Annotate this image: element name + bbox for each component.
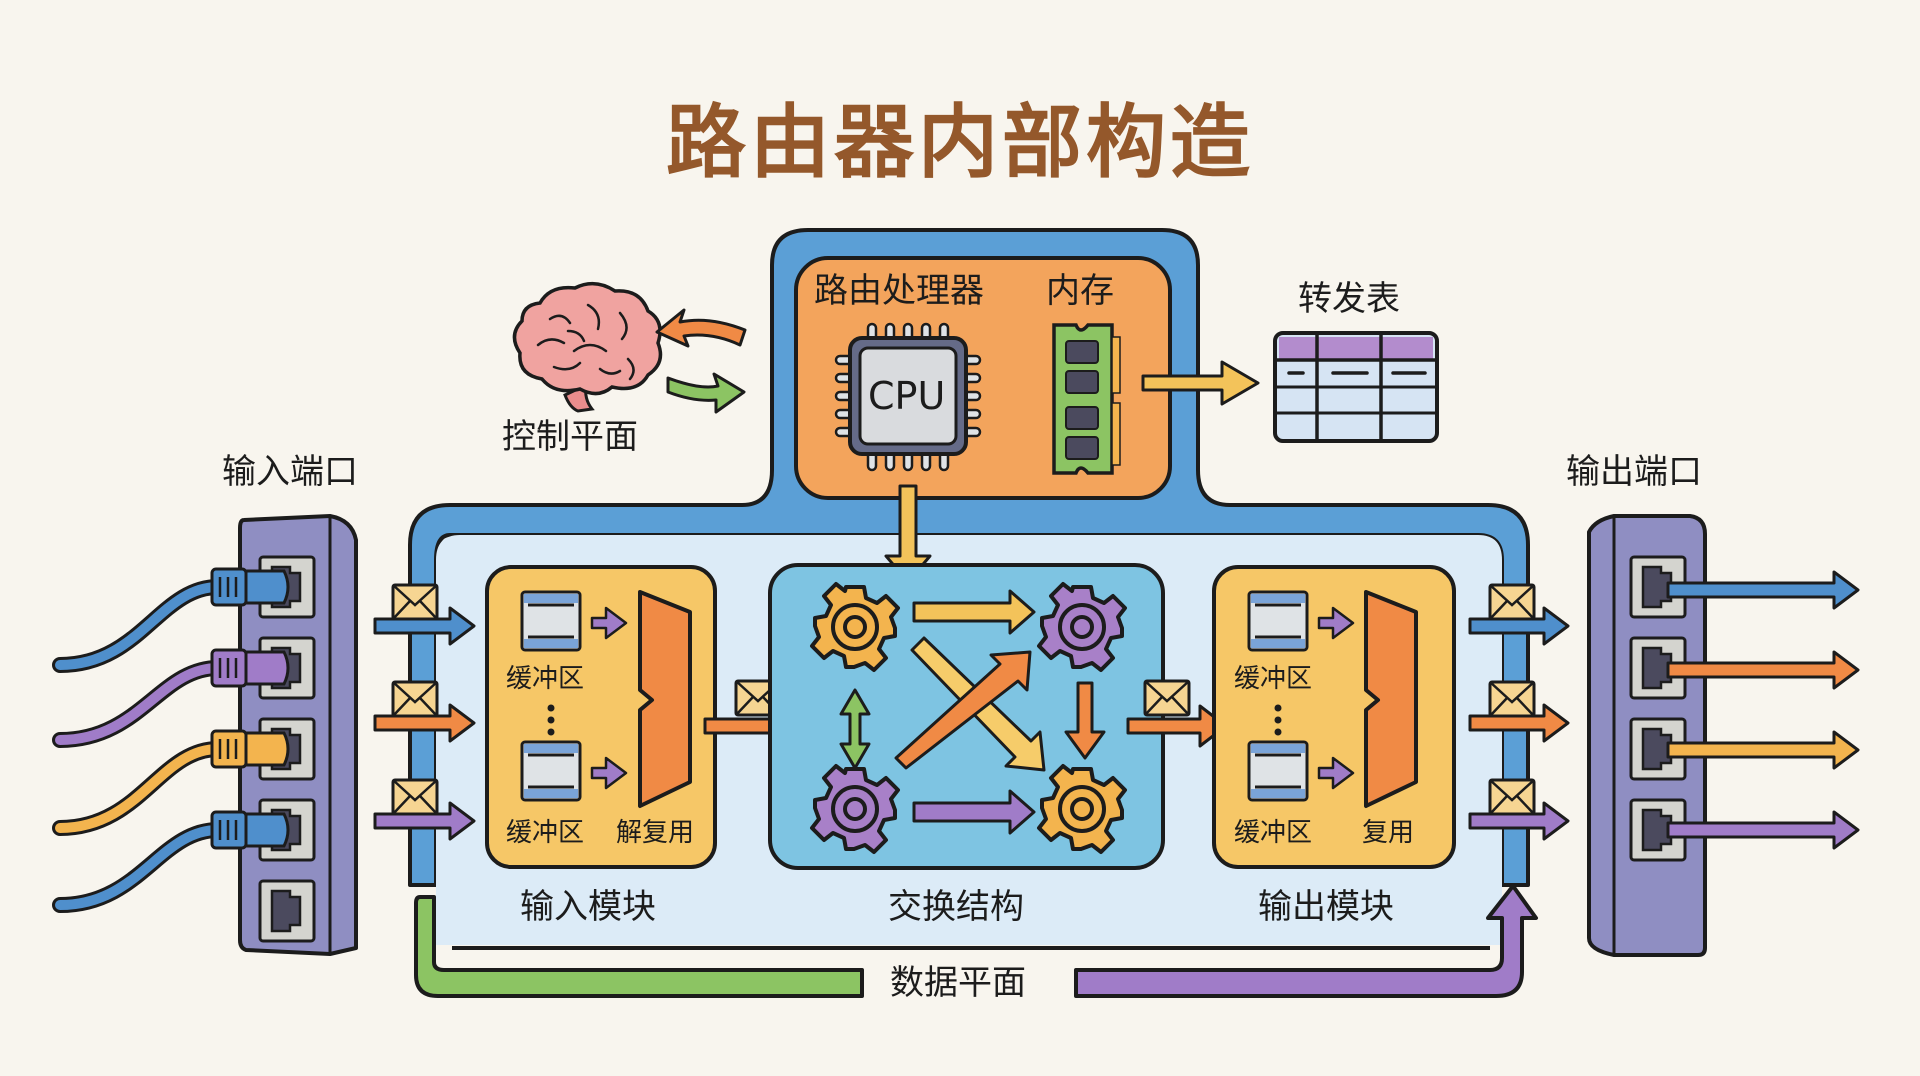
cable-2 bbox=[52, 648, 290, 748]
buffer-arrow bbox=[590, 756, 628, 790]
output-port-arrow-2 bbox=[1666, 650, 1860, 690]
data-plane-label: 数据平面 bbox=[890, 963, 1026, 1003]
output-port-arrow-3 bbox=[1666, 730, 1860, 770]
egress-arrows bbox=[1468, 583, 1570, 841]
demux-label: 解复用 bbox=[616, 818, 695, 848]
gear-icon bbox=[810, 582, 900, 672]
cpu-icon bbox=[834, 322, 982, 472]
packet-envelope-icon bbox=[391, 778, 439, 816]
forwarding-table-icon bbox=[1273, 331, 1439, 443]
mux-icon bbox=[1364, 590, 1418, 808]
output-buffer-label-bottom: 缓冲区 bbox=[1234, 818, 1313, 848]
packet-envelope-icon bbox=[1488, 778, 1536, 816]
packet-envelope-icon bbox=[1488, 583, 1536, 621]
switch-fabric-label: 交换结构 bbox=[888, 887, 1024, 927]
control-plane-label: 控制平面 bbox=[502, 417, 638, 457]
packet-envelope-icon bbox=[1143, 679, 1191, 717]
memory-label: 内存 bbox=[1046, 271, 1114, 311]
data-plane-purple-arrow bbox=[1074, 884, 1538, 998]
output-arrows bbox=[1666, 570, 1860, 850]
memory-icon bbox=[1052, 323, 1121, 475]
egress-arrow bbox=[1468, 606, 1570, 646]
output-port-arrow-4 bbox=[1666, 810, 1860, 850]
input-buffer-label-top: 缓冲区 bbox=[506, 664, 585, 694]
ingress-arrow bbox=[373, 606, 476, 646]
buffer-arrow bbox=[1317, 606, 1355, 640]
fabric-arrows bbox=[839, 589, 1106, 835]
output-port-arrow-1 bbox=[1666, 570, 1860, 610]
control-to-brain-arrow bbox=[655, 308, 747, 348]
brain-to-control-arrow bbox=[666, 372, 746, 414]
routing-processor-label: 路由处理器 bbox=[814, 271, 984, 311]
buffer-icon bbox=[520, 590, 582, 652]
input-ports-label: 输入端口 bbox=[222, 452, 358, 492]
forwarding-table-label: 转发表 bbox=[1298, 279, 1400, 319]
output-ports-label: 输出端口 bbox=[1566, 452, 1702, 492]
data-plane-green-bracket bbox=[414, 895, 864, 998]
buffer-icon bbox=[1247, 590, 1309, 652]
packet-envelope-icon bbox=[391, 583, 439, 621]
cable-3 bbox=[52, 729, 290, 836]
packet-envelope-icon bbox=[1488, 680, 1536, 718]
page-title: 路由器内部构造 bbox=[666, 96, 1254, 189]
ingress-arrow bbox=[373, 801, 476, 841]
cable-1 bbox=[52, 567, 290, 673]
demux-icon bbox=[638, 590, 692, 808]
gear-icon bbox=[1037, 582, 1127, 672]
ingress-arrow bbox=[373, 703, 476, 743]
input-cables bbox=[52, 567, 290, 913]
ellipsis-dots bbox=[1274, 704, 1282, 736]
gear-icon bbox=[810, 764, 900, 854]
output-buffer-label-top: 缓冲区 bbox=[1234, 664, 1313, 694]
ellipsis-dots bbox=[547, 704, 555, 736]
gear-icon bbox=[1037, 764, 1127, 854]
cable-4 bbox=[52, 810, 290, 913]
egress-arrow bbox=[1468, 801, 1570, 841]
input-module-label: 输入模块 bbox=[520, 887, 656, 927]
memory-to-table-arrow bbox=[1141, 360, 1260, 406]
cpu-label: CPU bbox=[868, 374, 946, 418]
buffer-arrow bbox=[590, 606, 628, 640]
buffer-icon bbox=[1247, 740, 1309, 802]
brain-icon bbox=[512, 281, 663, 413]
egress-arrow bbox=[1468, 703, 1570, 743]
buffer-arrow bbox=[1317, 756, 1355, 790]
ingress-arrows bbox=[373, 583, 476, 841]
packet-envelope-icon bbox=[391, 680, 439, 718]
mux-label: 复用 bbox=[1362, 818, 1415, 848]
buffer-icon bbox=[520, 740, 582, 802]
output-module-label: 输出模块 bbox=[1258, 887, 1394, 927]
output-port-block bbox=[1587, 514, 1707, 957]
input-buffer-label-bottom: 缓冲区 bbox=[506, 818, 585, 848]
